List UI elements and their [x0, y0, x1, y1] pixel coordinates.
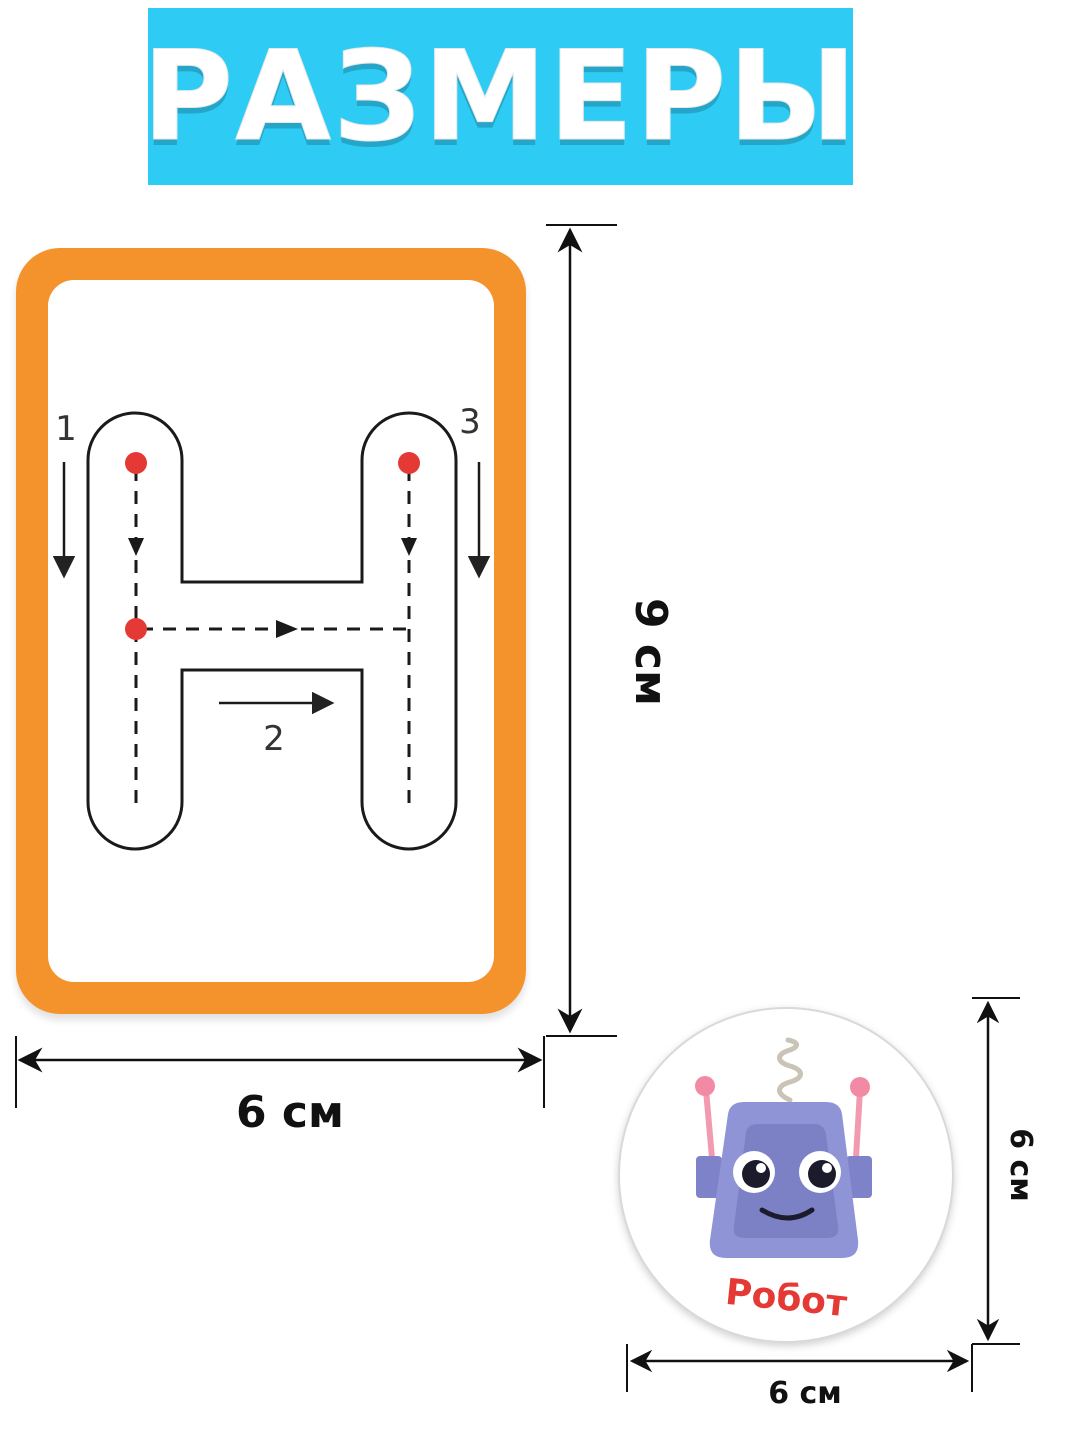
guide-arrow-left-icon: [128, 538, 144, 556]
token-width-label: 6 см: [768, 1376, 842, 1411]
robot-antenna-icon: [850, 1077, 870, 1097]
letter-card-face: [48, 280, 494, 982]
stroke-number-1: 1: [55, 409, 77, 449]
guide-arrow-middle-icon: [276, 620, 298, 638]
start-dot: [125, 452, 147, 474]
letter-h-outline: [86, 411, 458, 851]
stroke-number-2: 2: [263, 719, 285, 759]
letter-card: [16, 248, 526, 1014]
start-dot: [398, 452, 420, 474]
page-title: РАЗМЕРЫ: [142, 24, 859, 169]
token-height-label: 6 см: [1003, 1128, 1038, 1202]
robot-smile-icon: [759, 1207, 815, 1221]
guide-arrow-right-icon: [401, 538, 417, 556]
robot-spring-icon: [777, 1037, 803, 1103]
robot-antenna-icon: [695, 1076, 715, 1096]
title-banner: РАЗМЕРЫ: [142, 8, 857, 185]
start-dot: [125, 618, 147, 640]
card-width-label: 6 см: [236, 1087, 344, 1138]
stroke-number-3: 3: [459, 402, 481, 442]
